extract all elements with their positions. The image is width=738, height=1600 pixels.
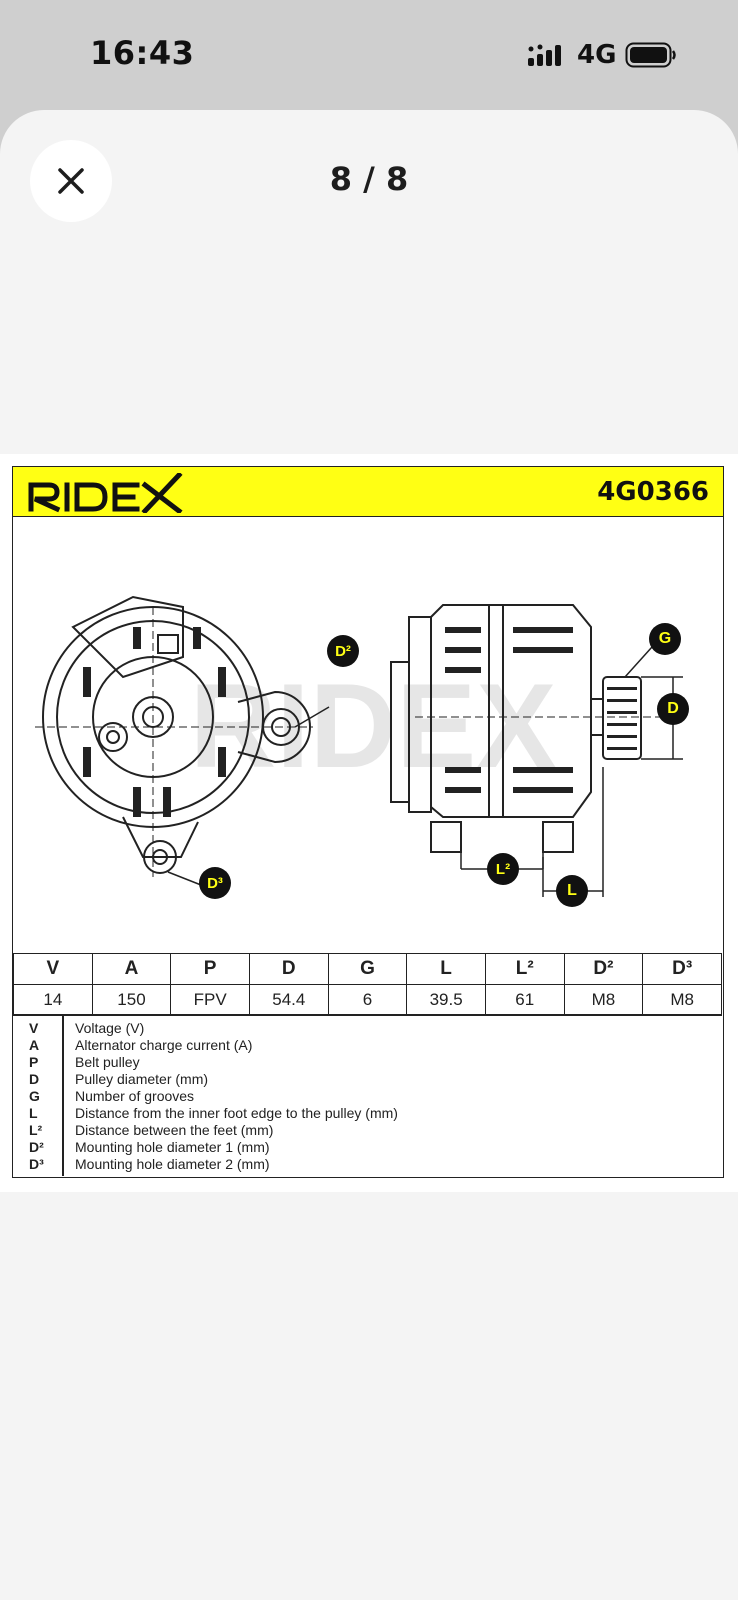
legend-key: D [29,1071,40,1087]
legend-item: L² Distance between the feet (mm) [13,1122,722,1139]
image-counter: 8 / 8 [329,160,409,198]
close-button[interactable] [30,140,112,222]
callout-d: D [657,693,689,725]
callout-l-label: L [567,882,577,899]
spec-header: P [170,953,250,985]
legend-text: Mounting hole diameter 1 (mm) [75,1139,270,1155]
spec-header: D [248,953,329,985]
legend-key: L² [29,1122,43,1138]
spec-header: V [13,953,93,985]
brand-header: 4G0366 [13,467,723,517]
legend-item: P Belt pulley [13,1054,722,1071]
spec-value: M8 [563,984,644,1016]
callout-g-label: G [658,630,672,647]
legend-key: P [29,1054,39,1070]
legend-key: D³ [29,1156,44,1172]
legend-item: D Pulley diameter (mm) [13,1071,722,1088]
legend-key: V [29,1020,39,1036]
legend-text: Pulley diameter (mm) [75,1071,209,1087]
legend-item: A Alternator charge current (A) [13,1037,722,1054]
spec-header: G [327,953,408,985]
legend-text: Distance from the inner foot edge to the… [75,1105,398,1121]
legend-text: Mounting hole diameter 2 (mm) [75,1156,270,1172]
callout-g: G [649,623,681,655]
callout-l: L [556,875,588,907]
spec-value: 39.5 [406,984,486,1016]
spec-table-value-row: 14 150 FPV 54.4 6 39.5 61 M8 M8 [13,984,722,1016]
legend-divider [62,1015,64,1176]
svg-text:RIDEX: RIDEX [190,659,557,793]
legend-key: A [29,1037,40,1053]
part-number: 4G0366 [597,477,709,507]
callout-l2: L² [487,853,519,885]
legend-item: V Voltage (V) [13,1020,722,1037]
callout-d-label: D [667,700,679,717]
product-image[interactable]: 4G0366 RIDEX [0,454,738,1192]
legend-item: L Distance from the inner foot edge to t… [13,1105,722,1122]
callout-d3: D³ [199,867,231,899]
spec-value: 54.4 [248,984,329,1016]
legend-key: G [29,1088,40,1104]
spec-value: 6 [327,984,408,1016]
callout-l2-label: L² [495,860,511,878]
spec-header: D² [563,953,644,985]
callout-d3-label: D³ [207,874,223,892]
battery-icon [625,42,676,68]
status-bar: 16:43 4G [0,0,738,110]
spec-value: FPV [170,984,250,1016]
legend-item: D² Mounting hole diameter 1 (mm) [13,1139,722,1156]
spec-table-header-row: V A P D G L L² D² D³ [13,953,722,985]
spec-legend: V Voltage (V) A Alternator charge curren… [13,1014,722,1176]
legend-text: Distance between the feet (mm) [75,1122,274,1138]
spec-table: V A P D G L L² D² D³ 14 150 FPV 54.4 6 3… [13,953,722,1016]
status-time: 16:43 [90,34,195,72]
spec-header: L [406,953,486,985]
legend-item: D³ Mounting hole diameter 2 (mm) [13,1156,722,1173]
legend-key: L [29,1105,38,1121]
spec-value: M8 [642,984,722,1016]
legend-text: Number of grooves [75,1088,195,1104]
callout-d2-label: D² [335,642,351,660]
alternator-drawing: RIDEX [35,595,683,897]
network-label: 4G [577,40,617,70]
legend-text: Belt pulley [75,1054,140,1070]
spec-value: 150 [91,984,172,1016]
callout-d2: D² [327,635,359,667]
ridex-logo [28,473,183,513]
spec-header: D³ [642,953,722,985]
close-icon [58,168,84,194]
spec-value: 14 [13,984,93,1016]
signal-icon [528,44,561,66]
spec-value: 61 [484,984,565,1016]
legend-item: G Number of grooves [13,1088,722,1105]
legend-key: D² [29,1139,44,1155]
legend-text: Voltage (V) [75,1020,145,1036]
spec-header: A [91,953,172,985]
spec-header: L² [484,953,565,985]
legend-text: Alternator charge current (A) [75,1037,253,1053]
spec-sheet: 4G0366 RIDEX [12,466,724,1178]
